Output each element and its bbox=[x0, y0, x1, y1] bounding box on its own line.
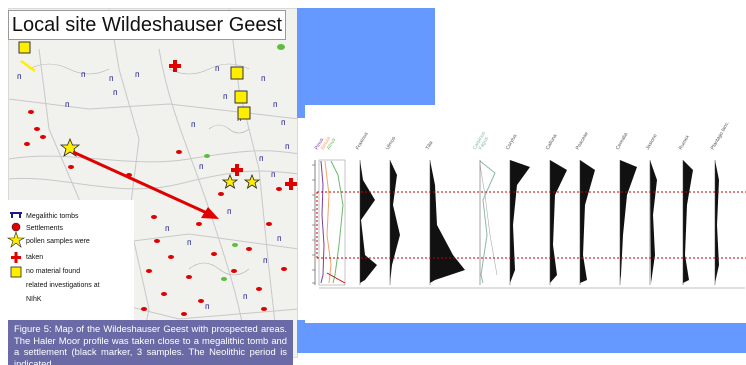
svg-text:ᴨ: ᴨ bbox=[165, 224, 170, 233]
svg-text:ᴨ: ᴨ bbox=[65, 100, 70, 109]
blue-panel-top bbox=[297, 8, 435, 118]
svg-text:ᴨ: ᴨ bbox=[243, 292, 248, 301]
svg-text:ᴨ: ᴨ bbox=[259, 154, 264, 163]
star-icon bbox=[6, 231, 26, 248]
blue-panel-bottom bbox=[297, 320, 746, 353]
megalithic-tomb-icon bbox=[10, 212, 22, 218]
svg-text:ᴨ: ᴨ bbox=[113, 88, 118, 97]
no-material-markers bbox=[18, 41, 251, 120]
svg-text:ᴨ: ᴨ bbox=[227, 207, 232, 216]
pollen-diagram: Pinus Betula Alnus Fraxinus Ulmus Tilia … bbox=[305, 105, 746, 323]
legend-label-settlements: Settlements bbox=[26, 225, 63, 232]
square-icon bbox=[10, 266, 22, 278]
cross-icon bbox=[11, 252, 21, 263]
svg-text:ᴨ: ᴨ bbox=[261, 74, 266, 83]
red-arrow-icon bbox=[72, 150, 219, 219]
settlement-markers bbox=[24, 110, 287, 341]
svg-text:ᴨ: ᴨ bbox=[281, 118, 286, 127]
legend-label-taken: taken bbox=[26, 254, 44, 261]
svg-text:ᴨ: ᴨ bbox=[273, 100, 278, 109]
legend-label-nihk: NIhK bbox=[26, 296, 42, 303]
svg-text:ᴨ: ᴨ bbox=[223, 92, 228, 101]
svg-text:ᴨ: ᴨ bbox=[263, 256, 268, 265]
svg-text:ᴨ: ᴨ bbox=[271, 170, 276, 179]
legend-label-megalithic-tombs: Megalithic tombs bbox=[26, 213, 79, 220]
legend-symbols bbox=[6, 212, 26, 278]
legend-label-no-material: no material found bbox=[26, 268, 81, 275]
pollen-diagram-image bbox=[312, 159, 746, 289]
figure-caption: Figure 5: Map of the Wildeshauser Geest … bbox=[8, 320, 293, 365]
svg-text:ᴨ: ᴨ bbox=[277, 234, 282, 243]
svg-text:ᴨ: ᴨ bbox=[205, 302, 210, 311]
svg-text:ᴨ: ᴨ bbox=[191, 120, 196, 129]
svg-text:ᴨ: ᴨ bbox=[135, 70, 140, 79]
svg-text:ᴨ: ᴨ bbox=[199, 162, 204, 171]
pollen-sample-crosses bbox=[169, 60, 297, 190]
pollen-sample-stars bbox=[59, 137, 261, 189]
svg-text:ᴨ: ᴨ bbox=[109, 74, 114, 83]
svg-text:ᴨ: ᴨ bbox=[285, 142, 290, 151]
svg-text:ᴨ: ᴨ bbox=[81, 70, 86, 79]
settlement-icon bbox=[11, 222, 21, 232]
svg-text:ᴨ: ᴨ bbox=[187, 238, 192, 247]
svg-text:ᴨ: ᴨ bbox=[17, 72, 22, 81]
legend-label-pollen-samples: pollen samples were bbox=[26, 238, 90, 245]
svg-text:ᴨ: ᴨ bbox=[215, 64, 220, 73]
map-title: Local site Wildeshauser Geest bbox=[8, 10, 286, 40]
legend-label-related: related investigations at bbox=[26, 282, 100, 289]
map-legend: Megalithic tombs Settlements pollen samp… bbox=[4, 200, 134, 320]
